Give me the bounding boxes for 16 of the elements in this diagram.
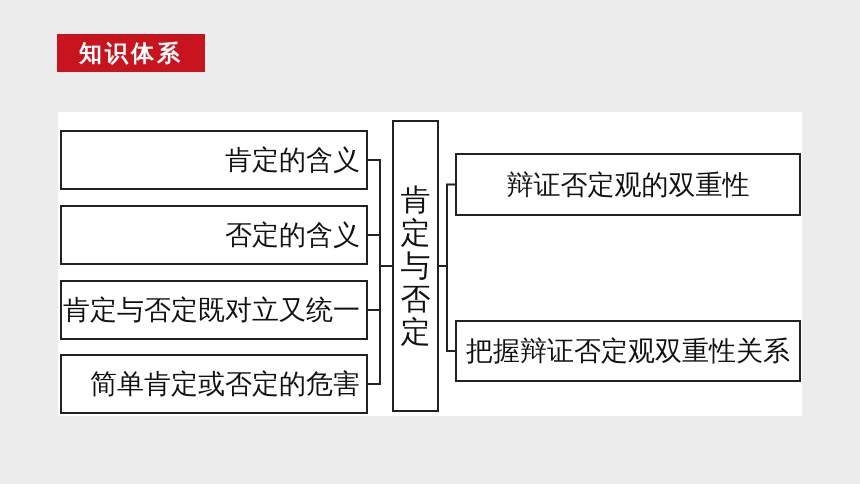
concept-text: 把握辩证否定观双重性关系 [466, 335, 790, 369]
concept-text: 肯定与否定 [400, 184, 430, 348]
concept-text: 否定的含义 [225, 219, 360, 253]
concept-box [60, 354, 368, 414]
concept-box [60, 205, 368, 265]
concept-text: 肯定与否定既对立又统一 [63, 294, 360, 328]
concept-box [455, 320, 801, 382]
concept-box [455, 153, 801, 216]
concept-text: 肯定的含义 [225, 144, 360, 178]
concept-text: 辩证否定观的双重性 [506, 168, 750, 202]
concept-box [60, 130, 368, 190]
concept-box [60, 280, 368, 340]
concept-text: 简单肯定或否定的危害 [90, 368, 360, 402]
concept-box [392, 120, 439, 412]
section-title: 知识体系 [57, 34, 205, 72]
bracket-connector [439, 265, 455, 352]
